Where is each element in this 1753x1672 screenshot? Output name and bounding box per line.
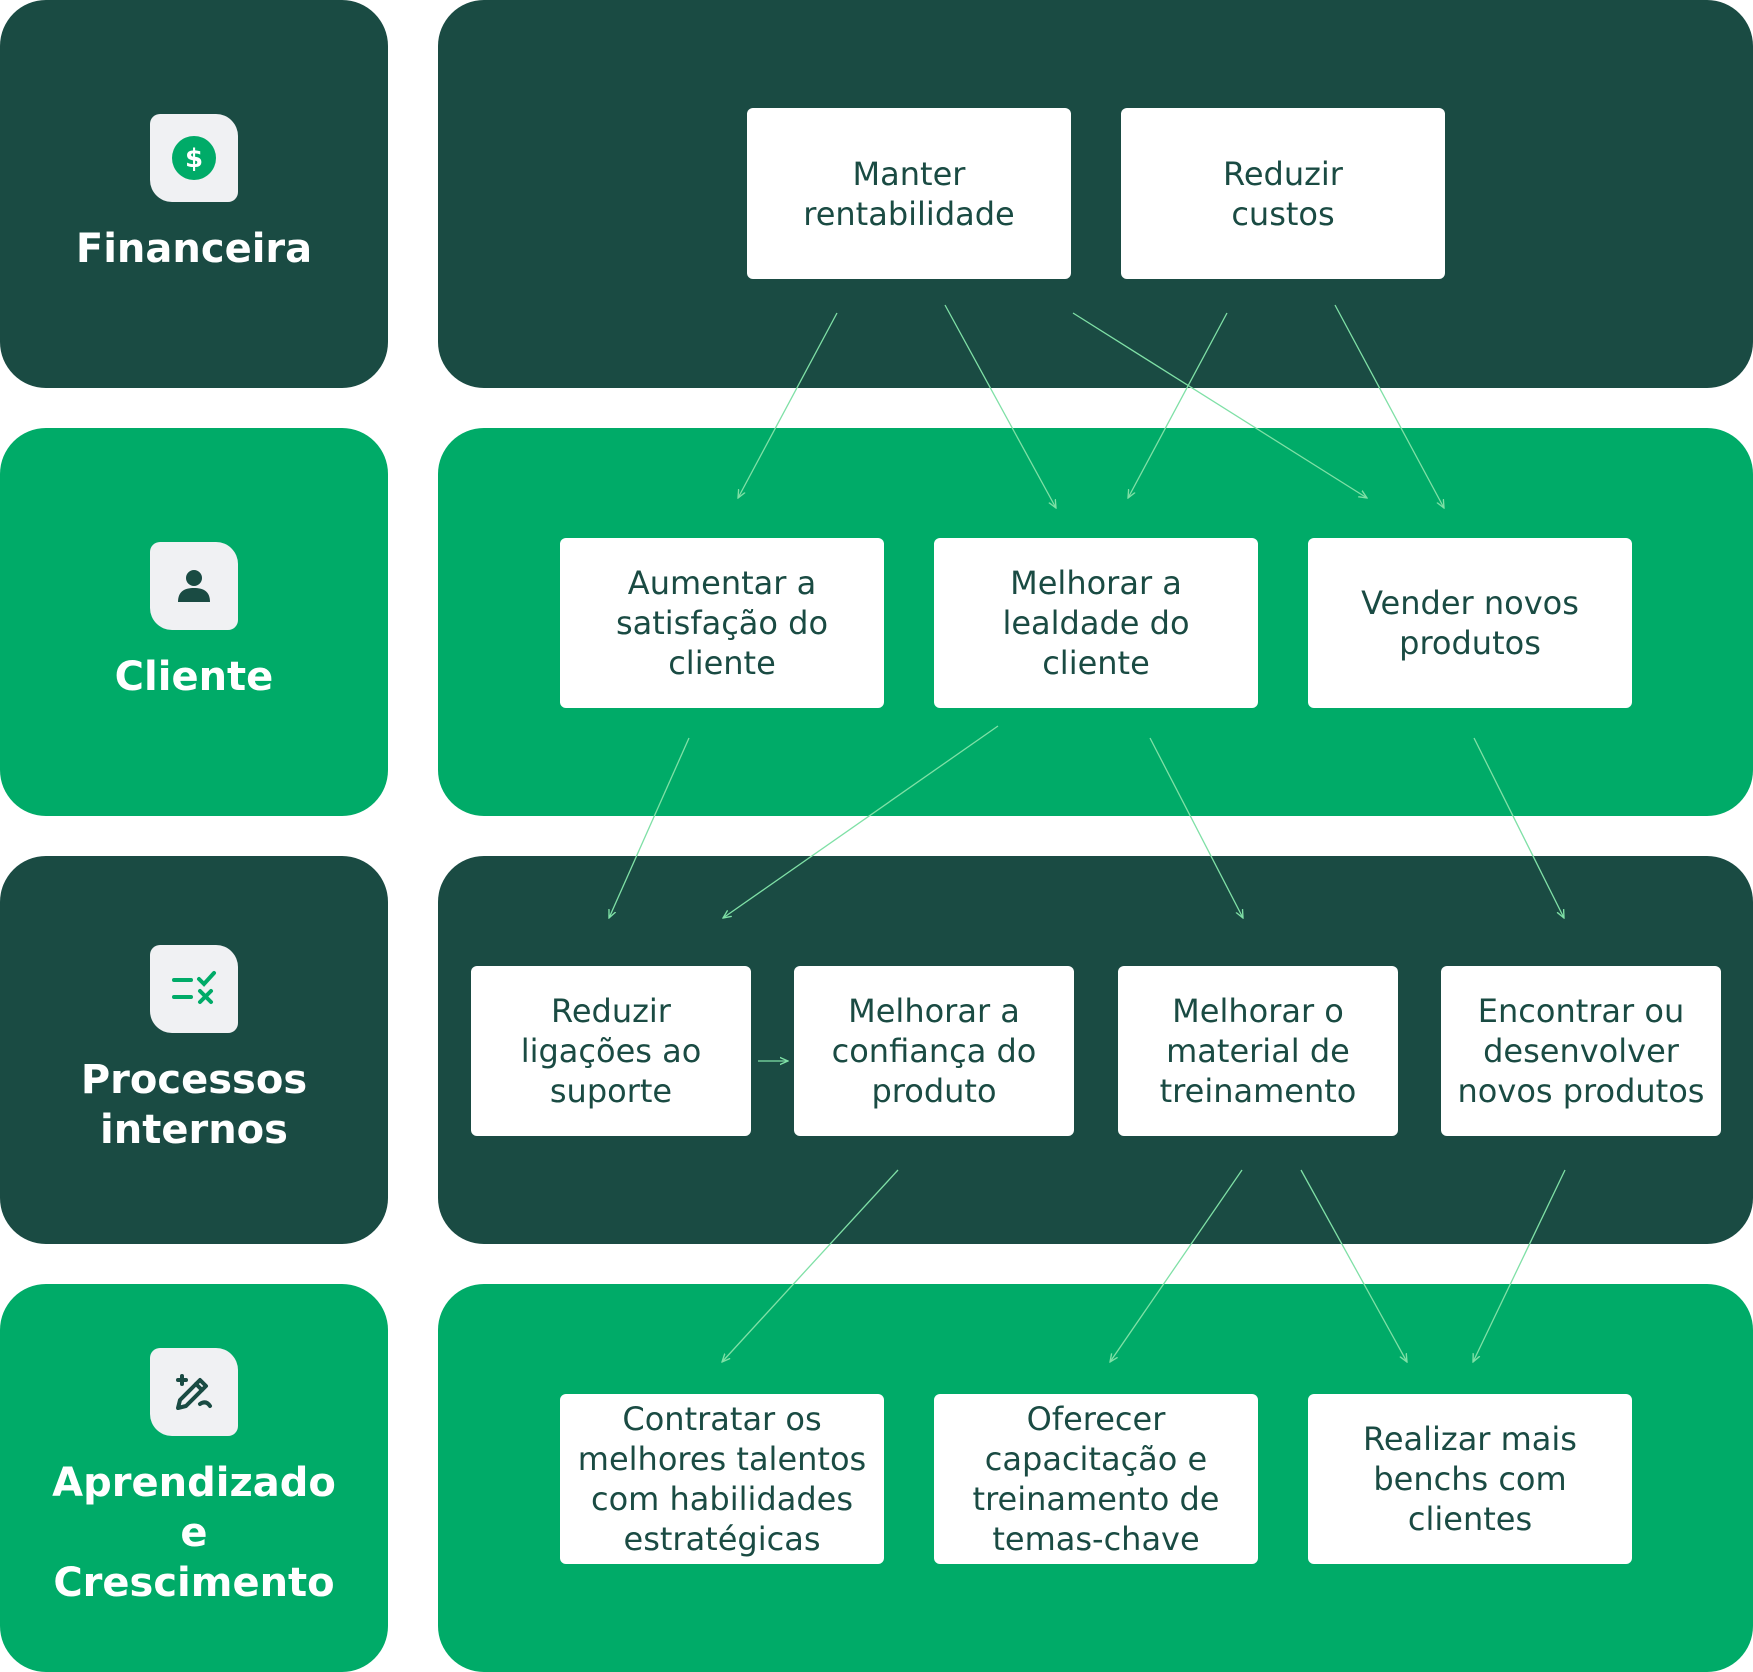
objective-box: Encontrar ou desenvolver novos produtos — [1441, 966, 1721, 1136]
perspective-label: Aprendizado e Crescimento — [52, 1460, 336, 1606]
cliente-objectives-panel: Aumentar a satisfação do cliente Melhora… — [438, 428, 1753, 816]
objective-box: Melhorar o material de treinamento — [1118, 966, 1398, 1136]
objective-box: Reduzir custos — [1121, 108, 1445, 279]
aprendizado-objectives-panel: Contratar os melhores talentos com habil… — [438, 1284, 1753, 1672]
perspective-aprendizado-panel: Aprendizado e Crescimento — [0, 1284, 388, 1672]
objective-box: Vender novos produtos — [1308, 538, 1632, 708]
dollar-coin-icon: $ — [150, 114, 238, 202]
processos-objectives-panel: Reduzir ligações ao suporte Melhorar a c… — [438, 856, 1753, 1244]
objective-box: Contratar os melhores talentos com habil… — [560, 1394, 884, 1564]
financeira-objectives-panel: Manter rentabilidade Reduzir custos — [438, 0, 1753, 388]
objective-box: Realizar mais benchs com clientes — [1308, 1394, 1632, 1564]
perspective-label: Financeira — [75, 226, 313, 272]
pencil-edit-icon — [150, 1348, 238, 1436]
objective-box: Melhorar a confiança do produto — [794, 966, 1074, 1136]
perspective-cliente-panel: Cliente — [0, 428, 388, 816]
user-icon — [150, 542, 238, 630]
perspective-label: Processos internos — [80, 1057, 308, 1153]
objective-box: Melhorar a lealdade do cliente — [934, 538, 1258, 708]
objective-box: Aumentar a satisfação do cliente — [560, 538, 884, 708]
perspective-label: Cliente — [114, 654, 274, 700]
perspective-financeira-panel: $ Financeira — [0, 0, 388, 388]
objective-box: Reduzir ligações ao suporte — [471, 966, 751, 1136]
svg-text:$: $ — [185, 144, 203, 174]
objective-box: Oferecer capacitação e treinamento de te… — [934, 1394, 1258, 1564]
objective-box: Manter rentabilidade — [747, 108, 1071, 279]
checklist-icon — [150, 945, 238, 1033]
perspective-processos-panel: Processos internos — [0, 856, 388, 1244]
